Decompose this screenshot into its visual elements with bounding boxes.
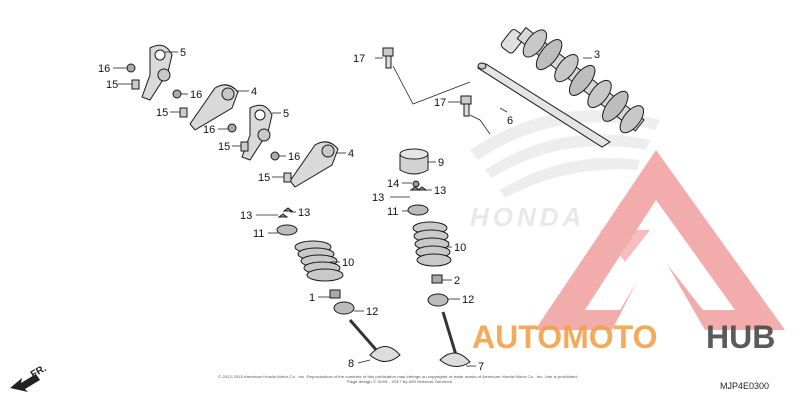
callout-17: 17 [434,97,446,109]
bolt-17-lower [460,95,472,117]
callout-8: 8 [348,358,354,370]
front-direction-indicator: FR. [10,363,49,392]
callout-1: 1 [309,292,315,304]
callout-14: 14 [387,178,399,190]
callout-16: 16 [203,124,215,136]
honda-watermark: HONDA [470,110,660,232]
honda-watermark-text: HONDA [470,202,585,232]
right-valve-assembly [399,148,471,367]
callout-15: 15 [218,141,230,153]
callout-15: 15 [258,172,270,184]
callout-4: 4 [251,86,257,98]
leader-lines [113,51,592,367]
callout-13: 13 [372,192,384,204]
callout-7: 7 [478,361,484,373]
right-valve-spring [412,221,452,267]
copyright-line-1: © 2012-2015 American Honda Motor Co., In… [218,374,578,379]
left-valve-spring [294,240,344,282]
rocker-arm-shaft [476,62,611,148]
adjusting-screws [131,79,292,183]
rocker-arm-4-upper [189,84,239,131]
callout-12: 12 [366,306,378,318]
callout-16: 16 [190,89,202,101]
diagram-code: MJP4E0300 [720,381,769,391]
left-valve-assembly [276,207,401,362]
callout-16: 16 [98,63,110,75]
camshaft [500,26,645,134]
callout-15: 15 [156,107,168,119]
callout-10: 10 [454,242,466,254]
adjusting-nuts [126,63,280,161]
brand-watermark-hub: HUB [706,319,775,355]
callout-11: 11 [253,228,264,240]
callout-15: 15 [106,79,118,91]
copyright-line-2: Page design © 2004 - 2017 by ARI Network… [347,379,452,384]
rocker-arm-5-lower [241,104,273,161]
callout-17: 17 [353,53,365,65]
rocker-arm-5-upper [141,44,173,101]
callout-13: 13 [298,207,310,219]
brand-watermark-automoto: AUTOMOTO [472,319,657,355]
callouts: 5 16 15 16 15 4 16 15 5 16 15 4 17 17 3 … [98,47,600,373]
bolt-17-upper [382,47,394,69]
callout-12: 12 [462,294,474,306]
callout-13: 13 [240,210,252,222]
callout-11: 11 [387,206,398,218]
front-direction-label: FR. [29,363,49,381]
callout-4: 4 [348,148,354,160]
callout-9: 9 [438,157,444,169]
callout-5: 5 [180,47,186,59]
callout-10: 10 [342,257,354,269]
rocker-arm-4-lower [289,141,339,188]
callout-3: 3 [594,49,600,61]
front-arrow-icon [10,374,40,392]
callout-6: 6 [507,115,513,127]
automotohub-logo [535,150,785,330]
callout-5: 5 [283,108,289,120]
callout-16: 16 [288,151,300,163]
callout-2: 2 [454,275,460,287]
callout-13: 13 [434,185,446,197]
